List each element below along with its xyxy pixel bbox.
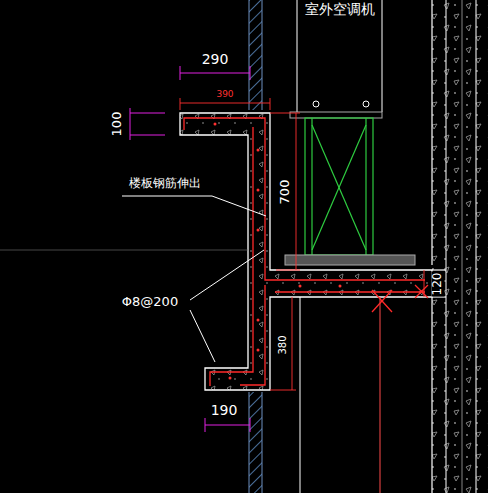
dimension: 120 [431, 272, 444, 297]
equipment-label: 室外空调机 [303, 1, 377, 19]
magenta-dimensions [130, 66, 250, 432]
dimension: 290 [201, 52, 230, 67]
equipment-box: 室外空调机 [297, 0, 382, 98]
dimension: 380 [277, 334, 288, 355]
dimension: 700 [278, 179, 292, 206]
support-frame [305, 118, 373, 255]
concrete-section [180, 113, 432, 390]
rebar-spec: Φ8@200 [121, 295, 179, 309]
note: 楼板钢筋伸出 [128, 177, 202, 190]
dimension: 390 [215, 90, 234, 100]
wall-hatch [432, 0, 488, 493]
leader-lines [122, 196, 266, 362]
dimension: 100 [110, 111, 124, 138]
dimension-lines [180, 98, 424, 390]
rebar [184, 118, 428, 386]
facade-hatch [249, 0, 262, 110]
dimension: 190 [210, 403, 239, 418]
